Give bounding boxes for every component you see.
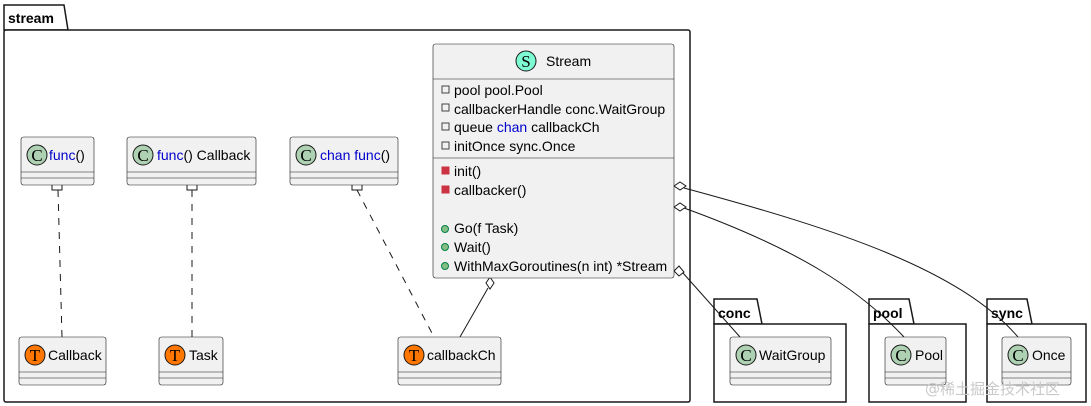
field-suffix: callbackCh [527, 119, 599, 135]
stream-method: init() [454, 163, 481, 179]
struct-badge-icon [515, 50, 537, 72]
aggregation-diamond [485, 276, 495, 290]
type-callbackch-title: callbackCh [427, 347, 495, 363]
private-method-icon [441, 185, 450, 194]
relation-stream-callbackch [459, 287, 489, 338]
class-waitgroup[interactable]: C WaitGroup [729, 336, 832, 386]
type-badge-letter: T [409, 346, 420, 365]
class-func[interactable]: C func() [20, 136, 95, 186]
class-stream[interactable]: S Stream pool pool.Pool callbackerHandle… [432, 43, 675, 279]
keyword: func [49, 147, 75, 163]
class-once[interactable]: C Once [1001, 336, 1072, 386]
private-method-icon [441, 166, 450, 175]
aggregation-diamond [673, 202, 687, 212]
type-task[interactable]: T Task [158, 336, 224, 386]
stream-method: Wait() [454, 239, 491, 255]
stream-method: WithMaxGoroutines(n int) *Stream [454, 258, 667, 274]
stream-field: queue chan callbackCh [454, 119, 600, 135]
class-func-callback-title: func() Callback [157, 147, 251, 163]
watermark-text: @稀土掘金技术社区 [925, 380, 1060, 398]
package-pool-label: pool [873, 305, 903, 321]
stream-field: callbackerHandle conc.WaitGroup [454, 101, 665, 117]
class-badge-letter: C [31, 146, 42, 165]
title-rest: () Callback [183, 147, 251, 163]
type-callbackch-box [397, 336, 502, 386]
class-badge-letter: C [895, 346, 906, 365]
type-callbackch[interactable]: T callbackCh [397, 336, 502, 386]
public-method-icon [441, 225, 449, 233]
keyword: chan [497, 119, 527, 135]
title-rest: () [381, 147, 390, 163]
class-badge-icon [26, 144, 48, 166]
private-field-icon [441, 103, 450, 112]
class-func-title: func() [49, 147, 85, 163]
class-badge-icon [132, 144, 154, 166]
stream-method: Go(f Task) [454, 220, 518, 236]
public-method-icon [441, 243, 449, 251]
type-callback[interactable]: T Callback [18, 336, 107, 386]
type-badge-letter: T [170, 346, 181, 365]
title-rest: () [75, 147, 84, 163]
class-chan-func-title: chan func() [320, 147, 390, 163]
class-badge-icon [735, 344, 757, 366]
class-pool-title: Pool [915, 347, 943, 363]
stream-field: pool pool.Pool [454, 82, 543, 98]
keyword: func [354, 147, 380, 163]
class-func-callback[interactable]: C func() Callback [126, 136, 257, 186]
class-stream-box [432, 43, 675, 279]
type-badge-letter: T [30, 346, 41, 365]
relation-stream-once [683, 187, 1019, 338]
type-badge-icon [403, 344, 425, 366]
relation-stream-pool [683, 207, 905, 338]
class-badge-letter: C [137, 146, 148, 165]
private-field-icon [441, 141, 450, 150]
class-waitgroup-title: WaitGroup [759, 347, 826, 363]
class-badge-letter: C [1012, 346, 1023, 365]
relation-stream-waitgroup [682, 272, 741, 338]
stream-field: initOnce sync.Once [454, 138, 576, 154]
class-badge-icon [1007, 344, 1029, 366]
class-badge-letter: C [300, 146, 311, 165]
package-sync-label: sync [991, 305, 1023, 321]
keyword: chan [320, 147, 350, 163]
class-badge-icon [890, 344, 912, 366]
class-once-title: Once [1032, 347, 1066, 363]
class-func-callback-box [126, 136, 257, 186]
private-field-icon [441, 85, 450, 94]
class-stream-title: Stream [546, 53, 591, 69]
class-waitgroup-box [729, 336, 832, 386]
package-stream-label: stream [8, 10, 54, 26]
public-method-icon [441, 262, 449, 270]
struct-badge-letter: S [521, 52, 530, 71]
package-conc-label: conc [718, 305, 751, 321]
keyword: func [157, 147, 183, 163]
class-pool[interactable]: C Pool [884, 336, 947, 386]
class-chan-func[interactable]: C chan func() [289, 136, 399, 186]
type-badge-icon [24, 344, 46, 366]
field-prefix: queue [454, 119, 497, 135]
relation-func-callback [57, 189, 63, 338]
class-chan-func-box [289, 136, 399, 186]
class-badge-letter: C [740, 346, 751, 365]
private-field-icon [441, 122, 450, 131]
type-badge-icon [164, 344, 186, 366]
type-callback-title: Callback [48, 347, 103, 363]
type-task-title: Task [189, 347, 219, 363]
stream-method: callbacker() [454, 182, 526, 198]
aggregation-diamond [673, 181, 687, 191]
aggregation-diamond [673, 265, 685, 277]
class-badge-icon [295, 144, 317, 166]
